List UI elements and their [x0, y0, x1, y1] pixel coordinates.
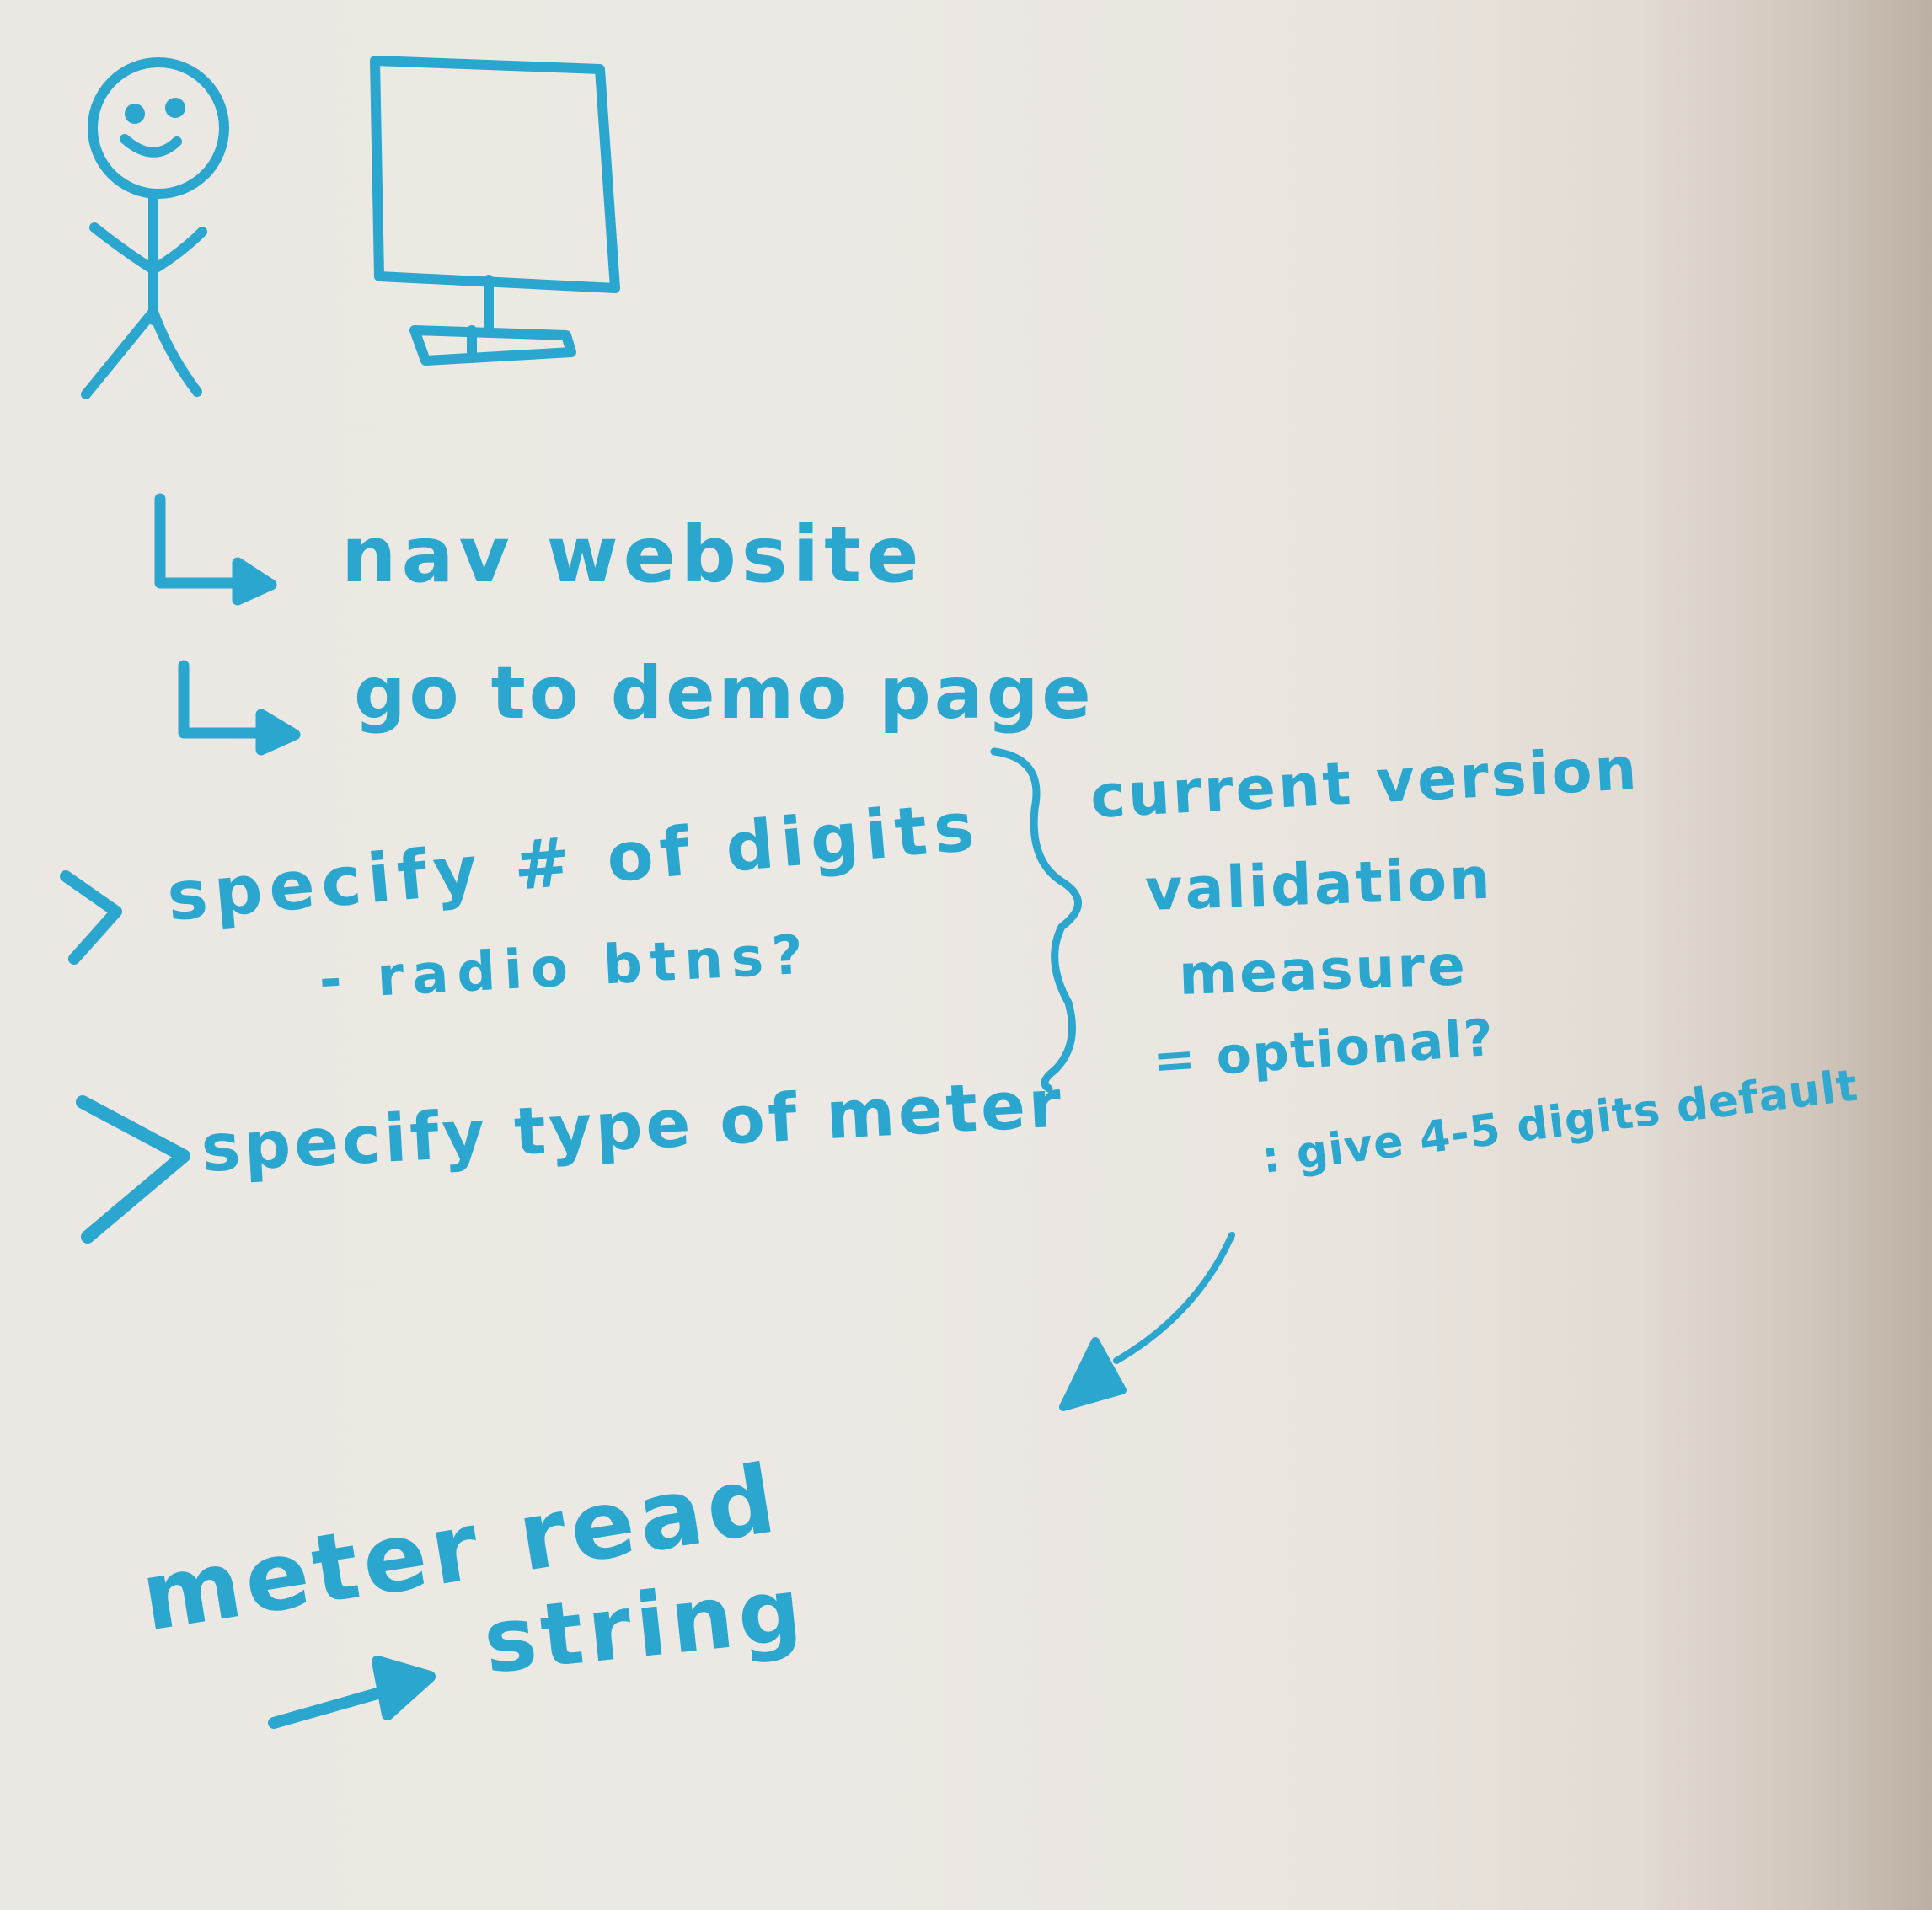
brace-icon [990, 747, 1082, 1093]
step-nav-website: nav website [341, 510, 924, 600]
chevron-right-icon [60, 870, 122, 965]
option-meter-type: specify type of meter [200, 1066, 1067, 1187]
note-optional: = optional? [1151, 1009, 1496, 1091]
chevron-right-icon [76, 1095, 190, 1244]
step-demo-page: go to demo page [354, 651, 1094, 736]
option-radio-buttons: - radio btns? [318, 923, 813, 1012]
arrow-icon [268, 1656, 436, 1729]
arrow-icon [1059, 1232, 1235, 1411]
note-validation: validation [1144, 846, 1494, 924]
note-current-version: current version [1089, 734, 1640, 832]
board-glare [1601, 0, 1932, 1910]
stick-figure-icon [81, 57, 229, 399]
note-measure: measure [1178, 933, 1469, 1008]
monitor-icon [370, 56, 620, 366]
arrow-icon [154, 493, 277, 606]
option-digits: specify # of digits [164, 787, 984, 936]
arrow-icon [178, 660, 301, 756]
